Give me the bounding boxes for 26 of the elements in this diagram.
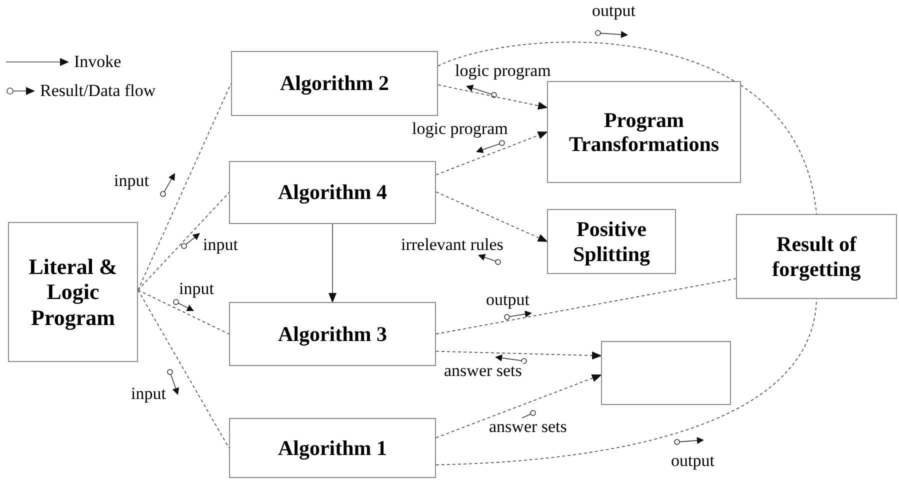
connector-arrow: [436, 132, 548, 176]
process-box: Positive Splitting: [547, 209, 676, 274]
edge-label: input: [113, 172, 150, 189]
process-box: Program Transformations: [547, 81, 741, 183]
edge-label: input: [202, 236, 239, 253]
process-box: Result of forgetting: [736, 214, 897, 299]
edge-label: answer sets: [488, 418, 568, 435]
connector-arrow: [436, 350, 602, 360]
edge-label: answer sets: [443, 362, 523, 379]
process-box: Literal & Logic Program: [8, 222, 138, 362]
edge-label: logic program: [454, 62, 552, 79]
empty-box: [601, 341, 731, 405]
edge-label: input: [178, 280, 215, 297]
connector-arrow: [438, 84, 548, 110]
edge-label: irrelevant rules: [400, 236, 504, 253]
edge-label: logic program: [411, 120, 509, 137]
connector-arrow: [436, 374, 602, 438]
process-box: Algorithm 4: [229, 161, 436, 224]
process-box: Algorithm 3: [229, 302, 436, 366]
process-box: Algorithm 1: [229, 418, 436, 478]
connector-arrow: [436, 191, 548, 242]
legend-label: Result/Data flow: [40, 82, 156, 99]
legend-label: Invoke: [74, 53, 122, 70]
process-box: Algorithm 2: [231, 51, 438, 116]
connector-arrow: [328, 224, 336, 303]
edge-label: input: [130, 385, 167, 402]
